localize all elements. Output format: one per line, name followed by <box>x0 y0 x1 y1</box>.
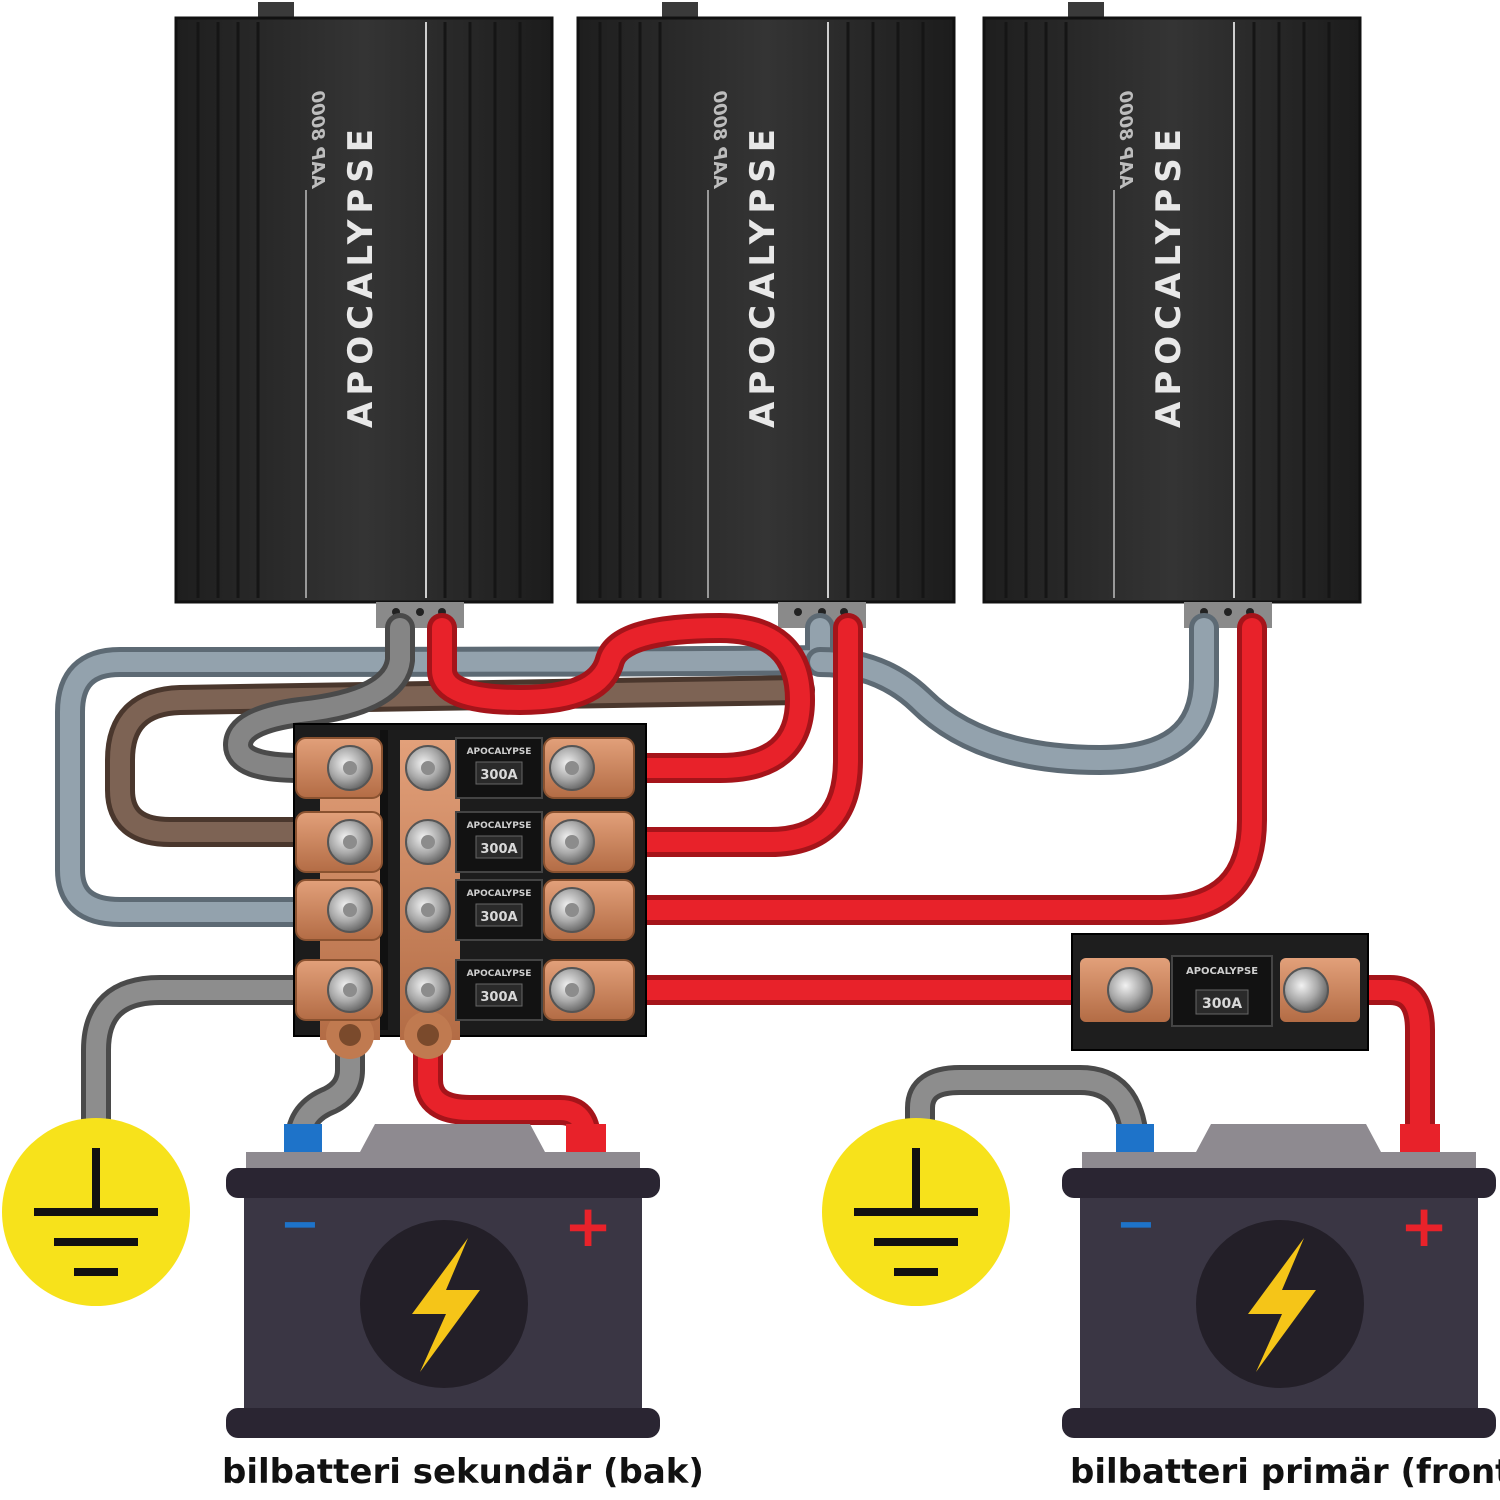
fuse-brand: APOCALYPSE <box>467 821 532 831</box>
caption-secondary-battery: bilbatteri sekundär (bak) <box>222 1452 704 1492</box>
fuse-rating: 300A <box>480 990 517 1005</box>
battery-negative-symbol: − <box>1116 1196 1156 1252</box>
battery-secondary: − + <box>226 1124 660 1438</box>
inline-fuse-brand: APOCALYPSE <box>1186 966 1258 977</box>
amplifier-brand: APOCALYPSE <box>743 123 783 428</box>
distribution-block-row: APOCALYPSE 300A <box>295 811 635 873</box>
ground-symbol-left <box>2 1118 190 1306</box>
fuse-rating: 300A <box>480 842 517 857</box>
fuse-brand: APOCALYPSE <box>467 969 532 979</box>
inline-fuse-rating: 300A <box>1202 996 1242 1012</box>
battery-positive-symbol: + <box>564 1192 613 1260</box>
amplifier-brand: APOCALYPSE <box>1149 123 1189 428</box>
battery-positive-symbol: + <box>1400 1192 1449 1260</box>
amplifier-2: APOCALYPSE AAP 8000 <box>576 2 956 628</box>
ground-symbol-right <box>822 1118 1010 1306</box>
caption-primary-battery: bilbatteri primär (front) <box>1070 1452 1500 1492</box>
fuse-brand: APOCALYPSE <box>467 889 532 899</box>
lightning-bolt-icon <box>1248 1238 1316 1372</box>
battery-negative-symbol: − <box>280 1196 320 1252</box>
distribution-block-row: APOCALYPSE 300A <box>295 737 635 799</box>
amplifier-series: AAP 8000 <box>307 91 328 190</box>
distribution-block-row: APOCALYPSE 300A <box>295 879 635 941</box>
amplifier-1: APOCALYPSE AAP 8000 <box>174 2 554 628</box>
amplifier-brand: APOCALYPSE <box>341 123 381 428</box>
chassis-ground-cable <box>81 975 327 1145</box>
distribution-block-row: APOCALYPSE 300A <box>295 959 635 1021</box>
inline-fuse-holder: APOCALYPSE 300A <box>1071 933 1369 1051</box>
lightning-bolt-icon <box>412 1238 480 1372</box>
fuse-rating: 300A <box>480 768 517 783</box>
amplifier-3: APOCALYPSE AAP 8000 <box>982 2 1362 628</box>
amplifier-series: AAP 8000 <box>1115 91 1136 190</box>
battery-primary: − + <box>1062 1124 1496 1438</box>
amplifier-series: AAP 8000 <box>709 91 730 190</box>
fuse-body <box>455 811 543 873</box>
fuse-rating: 300A <box>480 910 517 925</box>
fuse-brand: APOCALYPSE <box>467 747 532 757</box>
